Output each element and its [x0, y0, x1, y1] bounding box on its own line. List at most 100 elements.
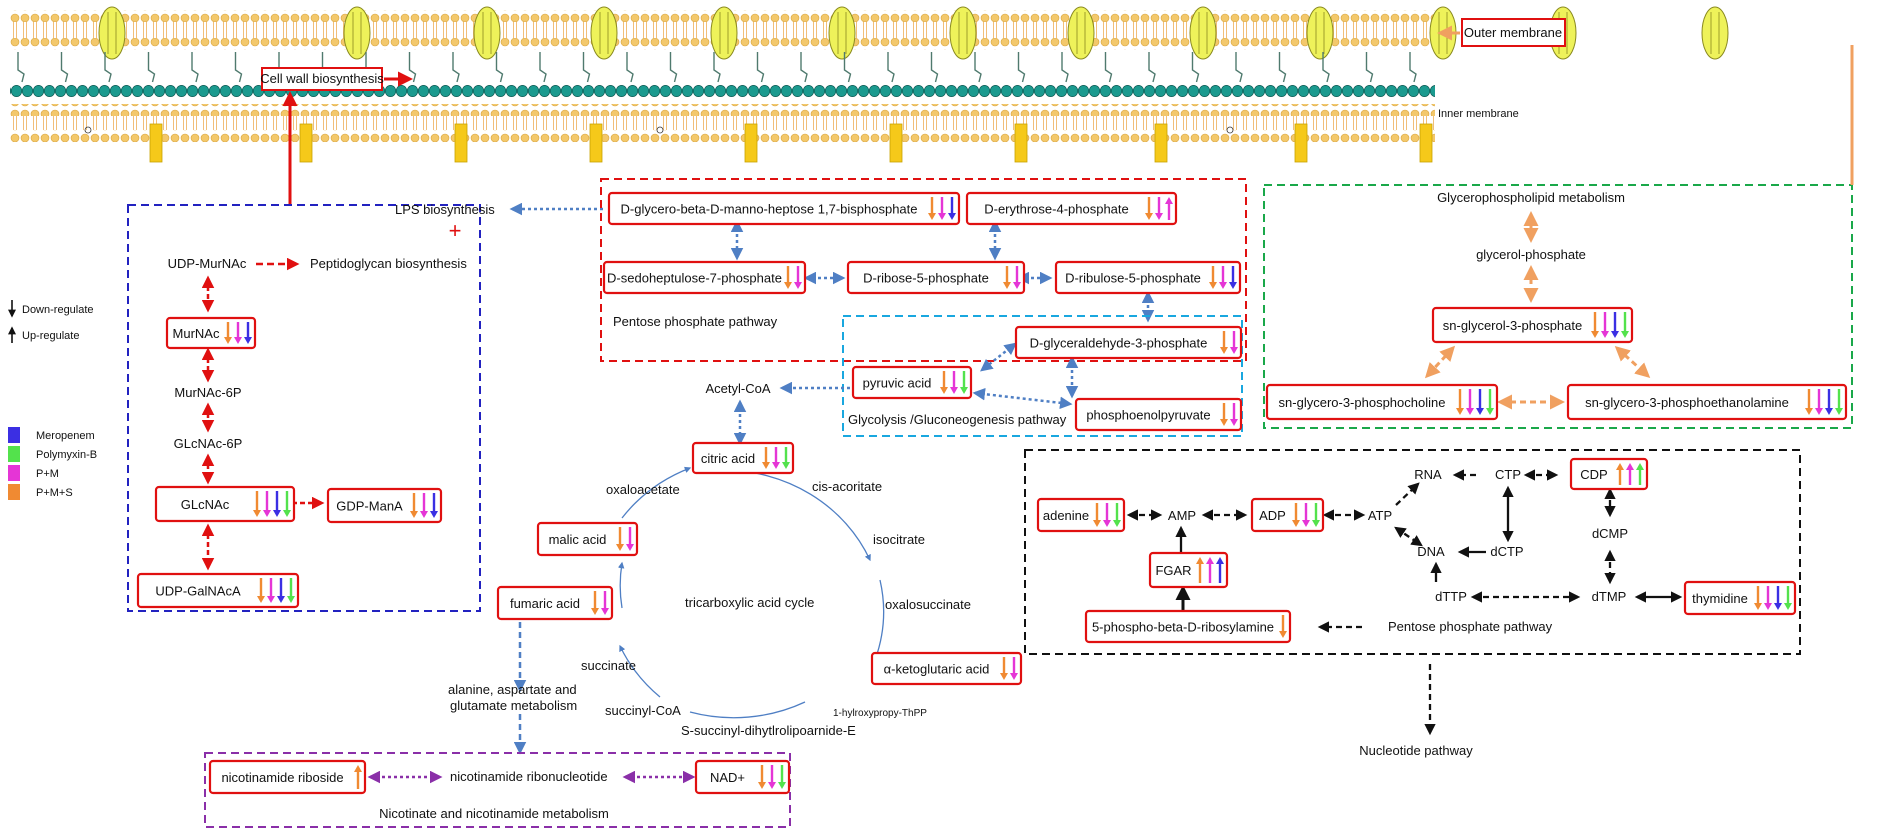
- regulation-arrow-down: [626, 527, 634, 551]
- regulation-arrow-up: [1196, 557, 1204, 583]
- ribose-box: D-ribose-5-phosphate: [846, 260, 1026, 295]
- phosphoribosylamine-border: [1084, 609, 1292, 644]
- sedoheptulose-box: D-sedoheptulose-7-phosphate: [602, 260, 807, 295]
- sn-g3pc-border: [1265, 383, 1499, 421]
- regulation-arrow-down: [277, 578, 285, 603]
- regulation-arrow-up: [1216, 557, 1224, 583]
- regulation-arrow-down: [762, 447, 770, 469]
- lps-stalk: [234, 52, 243, 83]
- regulation-arrow-down: [1302, 503, 1310, 527]
- regulation-arrow-up: [1636, 463, 1644, 485]
- sn-g3pe-border: [1566, 383, 1848, 421]
- sn-g3pe-label: sn-glycero-3-phosphoethanolamine: [1585, 395, 1789, 410]
- porin-8: [1067, 6, 1095, 60]
- hydroxypropy-label: 1-hylroxypropy-ThPP: [833, 708, 927, 719]
- regulation-arrow-down: [430, 493, 438, 518]
- sedoheptulose-border: [602, 260, 807, 295]
- aketoglutaric-box: α-ketoglutaric acid: [870, 651, 1023, 686]
- nad-box: NAD+: [694, 759, 791, 795]
- murnac-box: MurNAc: [165, 316, 257, 350]
- regulation-arrow-up: [1626, 463, 1634, 485]
- acetyl-coa-label: Acetyl-CoA: [705, 381, 770, 396]
- murnac-6p-label: MurNAc-6P: [174, 385, 241, 400]
- regulation-arrow-down: [950, 371, 958, 394]
- regulation-arrow-down: [1835, 389, 1843, 415]
- lps-stalk: [147, 52, 156, 83]
- regulation-arrow-down: [267, 578, 275, 603]
- tca-title: tricarboxylic acid cycle: [685, 595, 814, 610]
- regulation-arrow-down: [1113, 503, 1121, 527]
- inner-protein-2: [299, 123, 313, 163]
- regulation-arrow-down: [1486, 389, 1494, 415]
- lps-stalk: [1104, 52, 1113, 83]
- regulation-arrow-up: [1616, 463, 1624, 485]
- fumaric-border: [496, 585, 614, 621]
- regulation-arrow-down: [1220, 403, 1228, 426]
- porin-10: [1306, 6, 1334, 60]
- lps-stalk: [495, 52, 504, 83]
- lps-stalk: [843, 52, 852, 83]
- regulation-arrow-down: [1754, 586, 1762, 610]
- inner-protein-5: [744, 123, 758, 163]
- legend-swatch-p-m: [8, 465, 20, 481]
- arrow-sng3p-sng3pc: [1424, 345, 1456, 379]
- regulation-arrow-down: [1010, 657, 1018, 680]
- regulation-arrow-down: [244, 322, 252, 344]
- glycolysis-title: Glycolysis /Gluconeogenesis pathway: [848, 412, 1067, 427]
- lps-stalk: [1191, 52, 1200, 83]
- pentose-title: Pentose phosphate pathway: [613, 314, 778, 329]
- murnac-border: [165, 316, 257, 350]
- regulation-arrow-down: [1815, 389, 1823, 415]
- regulation-arrow-down: [782, 447, 790, 469]
- regulation-arrow-down: [1312, 503, 1320, 527]
- regulation-arrow-down: [794, 266, 802, 289]
- udp-galnaca-border: [136, 572, 300, 609]
- glyceraldehyde-label: D-glyceraldehyde-3-phosphate: [1030, 336, 1208, 351]
- porin-2: [343, 6, 371, 60]
- aketoglutaric-border: [870, 651, 1023, 686]
- lps-stalk: [452, 52, 460, 83]
- regulation-arrow-down: [410, 493, 418, 518]
- nicotinate-region: [204, 752, 791, 828]
- atp-label: ATP: [1368, 508, 1392, 523]
- nucleotide-arrows: [1126, 469, 1683, 736]
- pep-box: phosphoenolpyruvate: [1074, 397, 1243, 432]
- glcnac-label: GLcNAc: [181, 497, 230, 512]
- murnac-label: MurNAc: [173, 326, 220, 341]
- glycolysis-region: [842, 315, 1243, 437]
- aketoglutaric-label: α-ketoglutaric acid: [884, 662, 990, 677]
- regulation-arrow-down: [591, 591, 599, 615]
- pentose-region: [600, 178, 1247, 362]
- legend-label-meropenem: Meropenem: [36, 430, 95, 442]
- nad-label: NAD+: [710, 770, 745, 785]
- erythrose-border: [965, 191, 1178, 226]
- regulation-arrow-down: [1013, 266, 1021, 289]
- lps-stalk: [1017, 52, 1026, 83]
- regulation-arrow-up: [1206, 557, 1214, 583]
- porin-13: [1701, 6, 1729, 60]
- lps-stalk: [887, 52, 895, 83]
- inner-protein-1: [149, 123, 163, 163]
- regulation-arrow-down: [1476, 389, 1484, 415]
- phosphoribosylamine-label: 5-phospho-beta-D-ribosylamine: [1092, 620, 1274, 635]
- regulation-arrow-down: [960, 371, 968, 394]
- heptose-box: D-glycero-beta-D-manno-heptose 1,7-bisph…: [607, 191, 961, 226]
- lps-stalk: [974, 52, 982, 83]
- regulation-arrow-down: [1219, 266, 1227, 289]
- regulation-arrow-down: [1292, 503, 1300, 527]
- pep-border: [1074, 397, 1243, 432]
- regulation-arrow-down: [1230, 403, 1238, 426]
- udp-murnac-label: UDP-MurNAc: [168, 256, 247, 271]
- regulation-arrow-down: [601, 591, 609, 615]
- regulation-arrow-down: [224, 322, 232, 344]
- lps-stalk: [626, 52, 634, 83]
- sn-g3p-box: sn-glycerol-3-phosphate: [1431, 306, 1634, 344]
- regulation-arrow-down: [758, 765, 766, 789]
- alanine-label-2: glutamate metabolism: [450, 698, 577, 713]
- thymidine-box: thymidine: [1683, 580, 1797, 616]
- lps-stalk: [713, 52, 721, 83]
- regulation-arrow-down: [1764, 586, 1772, 610]
- regulation-arrow-down: [287, 578, 295, 603]
